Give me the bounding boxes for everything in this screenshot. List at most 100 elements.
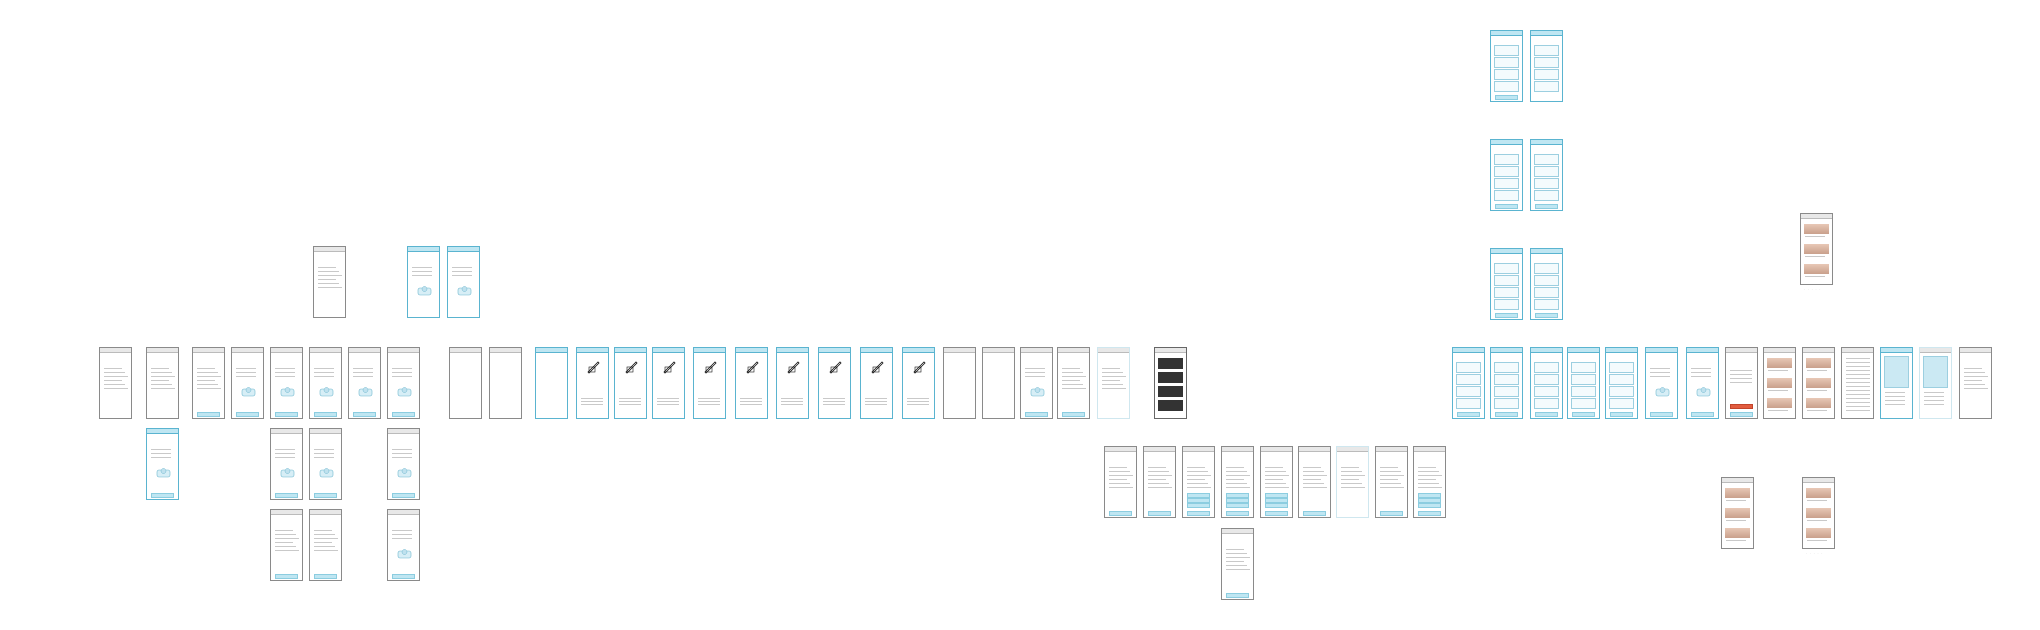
primary-button[interactable] <box>275 493 298 498</box>
option-card[interactable] <box>1534 57 1559 68</box>
option-card[interactable] <box>1571 386 1596 397</box>
screen-s12[interactable] <box>387 428 420 500</box>
primary-button[interactable] <box>1187 511 1210 516</box>
screen-s34[interactable] <box>1020 347 1053 419</box>
option-button[interactable] <box>1226 493 1249 498</box>
screen-s66[interactable] <box>1919 347 1952 419</box>
screen-s58[interactable] <box>1645 347 1678 419</box>
screen-s64[interactable] <box>1800 213 1833 285</box>
screen-s53[interactable] <box>1490 248 1523 320</box>
option-card[interactable] <box>1494 386 1519 397</box>
screen-s49[interactable] <box>1490 347 1523 419</box>
screen-s10[interactable] <box>270 428 303 500</box>
option-button[interactable] <box>1187 503 1210 508</box>
primary-button[interactable] <box>314 574 337 579</box>
option-card[interactable] <box>1534 178 1559 189</box>
option-card[interactable] <box>1609 386 1634 397</box>
primary-button[interactable] <box>1226 511 1249 516</box>
screen-s57[interactable] <box>1490 30 1523 102</box>
option-card[interactable] <box>1494 374 1519 385</box>
option-button[interactable] <box>1418 493 1441 498</box>
screen-s45[interactable] <box>1375 446 1408 518</box>
screen-s23[interactable] <box>576 347 609 419</box>
option-card[interactable] <box>1534 299 1559 310</box>
primary-button[interactable] <box>1265 511 1288 516</box>
primary-button[interactable] <box>1535 412 1558 417</box>
primary-button[interactable] <box>1610 412 1633 417</box>
screen-s19[interactable] <box>447 246 480 318</box>
screen-s59[interactable] <box>1686 347 1719 419</box>
option-card[interactable] <box>1494 299 1519 310</box>
screen-s35[interactable] <box>1057 347 1090 419</box>
screen-s48[interactable] <box>1452 347 1485 419</box>
screen-s67[interactable] <box>1959 347 1992 419</box>
screen-s56[interactable] <box>1530 139 1563 211</box>
screen-s30[interactable] <box>860 347 893 419</box>
screen-s46[interactable] <box>1413 446 1446 518</box>
option-card[interactable] <box>1494 81 1519 92</box>
screen-s38[interactable] <box>1104 446 1137 518</box>
primary-button[interactable] <box>1691 412 1714 417</box>
screen-s05[interactable] <box>270 347 303 419</box>
primary-button[interactable] <box>1418 511 1441 516</box>
primary-button[interactable] <box>275 412 298 417</box>
primary-button[interactable] <box>392 574 415 579</box>
option-card[interactable] <box>1494 190 1519 201</box>
screen-s51[interactable] <box>1567 347 1600 419</box>
option-button[interactable] <box>1226 503 1249 508</box>
screen-s11[interactable] <box>309 428 342 500</box>
option-card[interactable] <box>1534 81 1559 92</box>
option-button[interactable] <box>1418 498 1441 503</box>
option-button[interactable] <box>1265 498 1288 503</box>
option-card[interactable] <box>1534 263 1559 274</box>
option-card[interactable] <box>1456 398 1481 409</box>
option-card[interactable] <box>1571 398 1596 409</box>
option-card[interactable] <box>1534 69 1559 80</box>
screen-s29[interactable] <box>818 347 851 419</box>
primary-button[interactable] <box>1303 511 1326 516</box>
screen-s41[interactable] <box>1221 446 1254 518</box>
option-button[interactable] <box>1265 503 1288 508</box>
primary-button[interactable] <box>392 412 415 417</box>
screen-s40[interactable] <box>1182 446 1215 518</box>
option-card[interactable] <box>1456 362 1481 373</box>
screen-s65[interactable] <box>1880 347 1913 419</box>
primary-button[interactable] <box>1380 511 1403 516</box>
option-card[interactable] <box>1494 69 1519 80</box>
screen-s25[interactable] <box>652 347 685 419</box>
option-card[interactable] <box>1609 374 1634 385</box>
primary-button[interactable] <box>1730 412 1753 417</box>
screen-s09[interactable] <box>146 428 179 500</box>
option-card[interactable] <box>1494 45 1519 56</box>
option-card[interactable] <box>1494 287 1519 298</box>
primary-button[interactable] <box>197 412 220 417</box>
option-card[interactable] <box>1609 362 1634 373</box>
option-card[interactable] <box>1534 362 1559 373</box>
primary-button[interactable] <box>236 412 259 417</box>
option-card[interactable] <box>1534 386 1559 397</box>
screen-s33[interactable] <box>982 347 1015 419</box>
screen-s26[interactable] <box>693 347 726 419</box>
screen-s16[interactable] <box>387 509 420 581</box>
alert-button[interactable] <box>1730 404 1753 409</box>
screen-s60[interactable] <box>1725 347 1758 419</box>
screen-s07[interactable] <box>348 347 381 419</box>
primary-button[interactable] <box>1148 511 1171 516</box>
primary-button[interactable] <box>1572 412 1595 417</box>
option-card[interactable] <box>1456 386 1481 397</box>
option-card[interactable] <box>1534 45 1559 56</box>
option-card[interactable] <box>1494 154 1519 165</box>
screen-s61[interactable] <box>1763 347 1796 419</box>
option-button[interactable] <box>1187 493 1210 498</box>
primary-button[interactable] <box>1535 313 1558 318</box>
primary-button[interactable] <box>314 412 337 417</box>
primary-button[interactable] <box>353 412 376 417</box>
primary-button[interactable] <box>1495 412 1518 417</box>
option-card[interactable] <box>1494 166 1519 177</box>
screen-s63[interactable] <box>1841 347 1874 419</box>
option-card[interactable] <box>1494 398 1519 409</box>
screen-s27[interactable] <box>735 347 768 419</box>
option-card[interactable] <box>1494 57 1519 68</box>
option-card[interactable] <box>1571 362 1596 373</box>
screen-s28[interactable] <box>776 347 809 419</box>
